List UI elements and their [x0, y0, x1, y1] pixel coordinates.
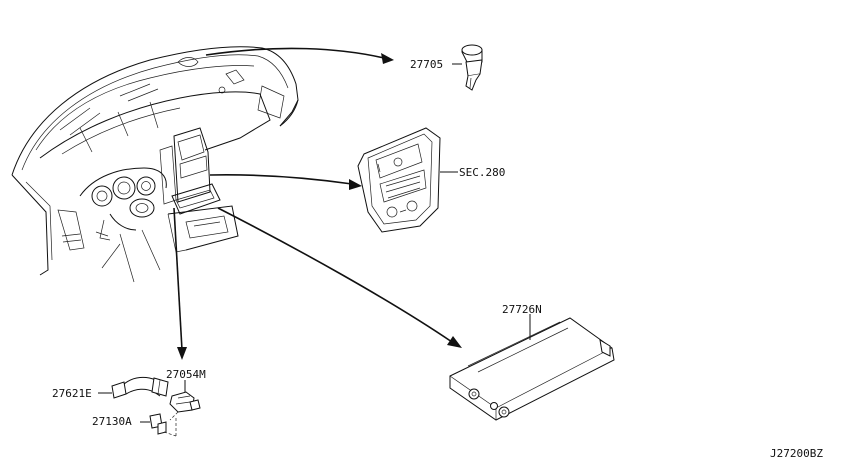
label-sec280: SEC.280	[459, 166, 505, 179]
label-27726n: 27726N	[502, 303, 542, 316]
dashboard-assembly	[11, 46, 299, 283]
audio-panel-sec280	[357, 127, 458, 233]
leader-arrows	[173, 47, 462, 360]
label-27621e: 27621E	[52, 387, 92, 400]
part-27621e-hose	[98, 376, 169, 399]
diagram-code: J27200BZ	[770, 447, 823, 460]
part-27130a-clip	[140, 413, 177, 437]
label-27705: 27705	[410, 58, 443, 71]
label-27130a: 27130A	[92, 415, 132, 428]
label-27054m: 27054M	[166, 368, 206, 381]
part-27726n-control-unit	[449, 314, 615, 421]
part-27054m-sensor	[169, 380, 201, 436]
part-27705-clip	[452, 44, 483, 91]
